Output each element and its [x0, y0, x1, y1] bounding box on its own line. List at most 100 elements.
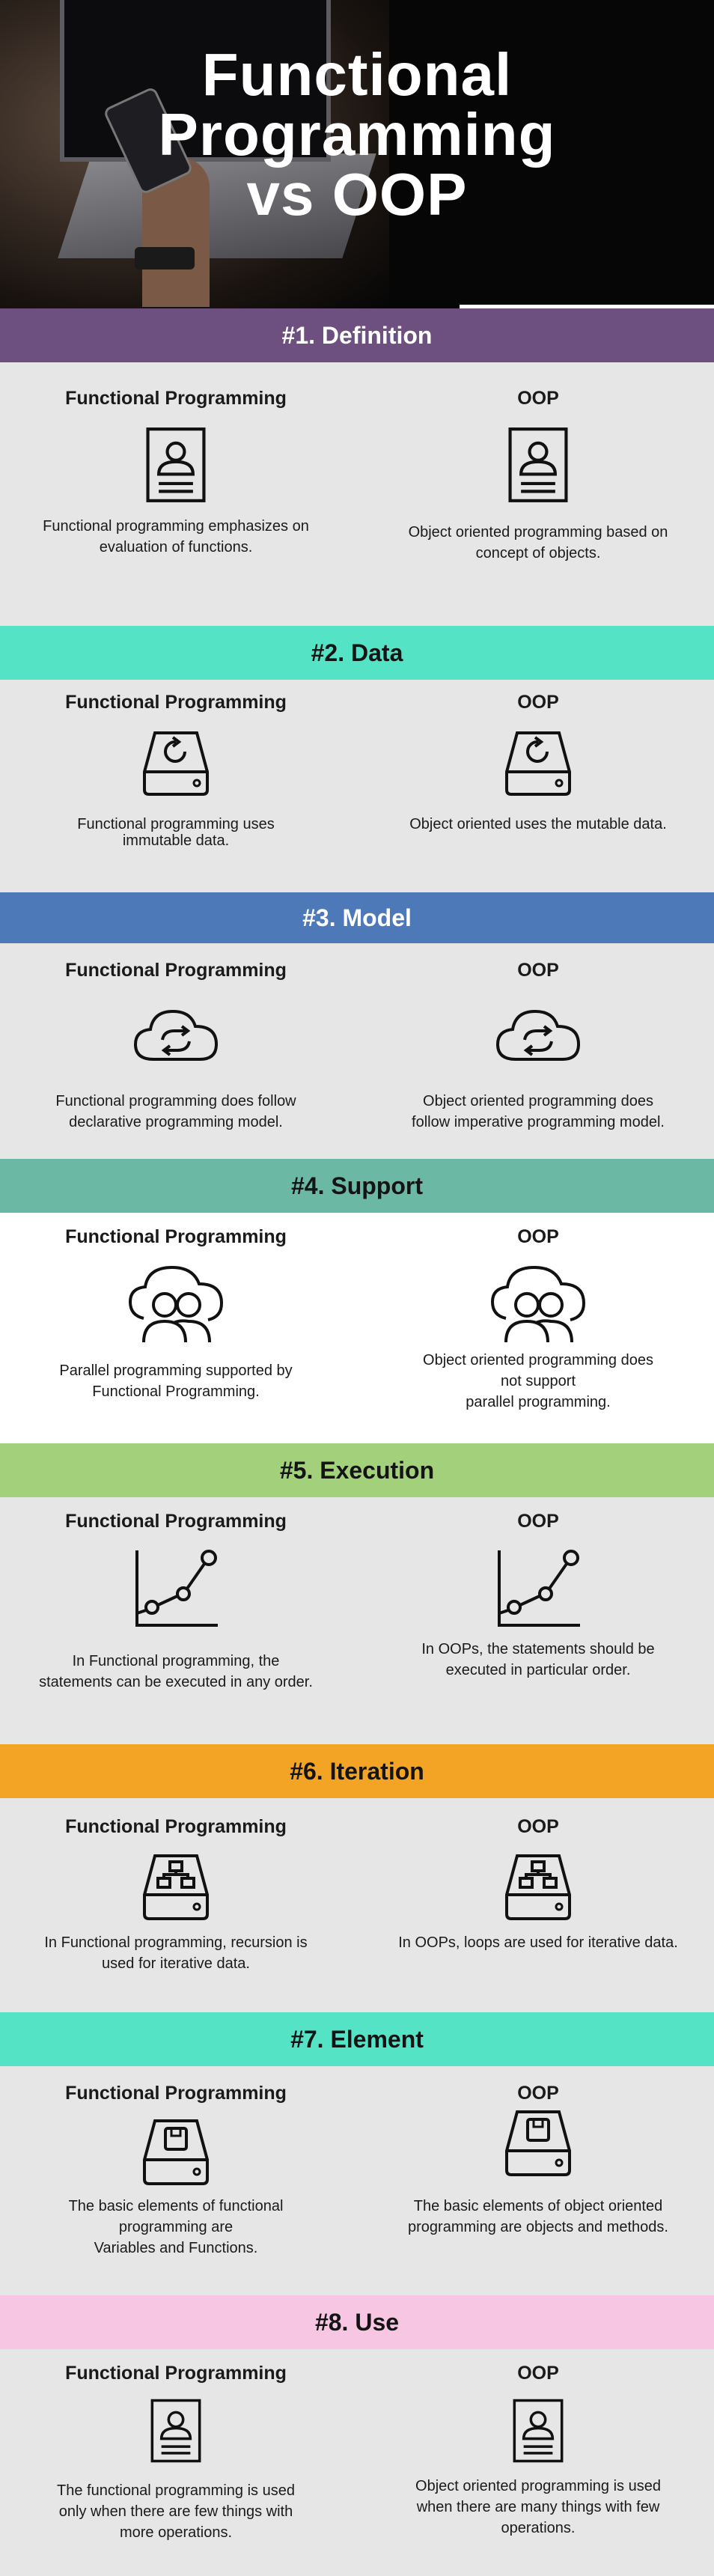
- text-line: used for iterative data.: [102, 1955, 250, 1972]
- line-graph-icon: [362, 1547, 714, 1630]
- left-column-description: In Functional programming, recursion is …: [0, 1932, 352, 1974]
- left-column-description: The basic elements of functional program…: [0, 2196, 352, 2259]
- text-line: more operations.: [119, 2524, 233, 2541]
- left-column-title: Functional Programming: [65, 960, 287, 981]
- right-column-title: OOP: [517, 2083, 559, 2104]
- left-column-description: In Functional programming, the statement…: [0, 1651, 352, 1693]
- text-line: evaluation of functions.: [99, 539, 253, 555]
- text-line: operations.: [501, 2520, 576, 2536]
- line-graph-icon: [0, 1547, 352, 1630]
- text-line: Object oriented uses the mutable data.: [409, 816, 667, 832]
- text-line: programming are objects and methods.: [408, 2219, 668, 2235]
- laptop-screen: [60, 0, 331, 162]
- title-line-2: Programming: [158, 101, 556, 168]
- drive-refresh-icon: [0, 727, 352, 799]
- left-column-description: Parallel programming supported by Functi…: [0, 1360, 352, 1402]
- drive-save-icon: [0, 2116, 352, 2188]
- right-column-title: OOP: [517, 1226, 559, 1247]
- left-column-title: Functional Programming: [65, 692, 287, 713]
- left-column-title: Functional Programming: [65, 1816, 287, 1837]
- text-line: Functional programming emphasizes on: [43, 518, 309, 535]
- text-line: Object oriented programming does: [423, 1352, 653, 1368]
- left-column-title: Functional Programming: [65, 2083, 287, 2104]
- left-column-title: Functional Programming: [65, 388, 287, 409]
- left-column-title: Functional Programming: [65, 1511, 287, 1532]
- left-column-description: Functional programming does follow decla…: [0, 1091, 352, 1133]
- right-column-title: OOP: [517, 960, 559, 981]
- text-line: In Functional programming, the: [72, 1653, 280, 1669]
- section-iteration: #6. Iteration Functional Programming In …: [0, 1744, 714, 2012]
- watch: [135, 247, 195, 270]
- text-line: Object oriented programming does: [423, 1093, 653, 1109]
- left-column: Functional Programming Functional progra…: [0, 960, 352, 1133]
- text-line: parallel programming.: [466, 1394, 611, 1410]
- right-column-description: Object oriented programming does not sup…: [362, 1350, 714, 1413]
- cloud-users-icon: [362, 1263, 714, 1345]
- right-column: OOP Object oriented programming is used …: [362, 2363, 714, 2539]
- text-line: The functional programming is used: [57, 2482, 295, 2499]
- right-column-title: OOP: [517, 1816, 559, 1837]
- left-column: Functional Programming The basic element…: [0, 2083, 352, 2259]
- section-execution: #5. Execution Functional Programming In …: [0, 1443, 714, 1744]
- drive-save-icon: [362, 2107, 714, 2179]
- right-column-description: Object oriented programming is used when…: [362, 2476, 714, 2539]
- text-line: Functional Programming.: [92, 1383, 260, 1400]
- section-element: #7. Element Functional Programming The b…: [0, 2012, 714, 2295]
- left-column: Functional Programming The functional pr…: [0, 2363, 352, 2543]
- text-line: when there are many things with few: [416, 2499, 660, 2515]
- text-line: not support: [500, 1373, 576, 1389]
- hero-photo: [0, 0, 389, 308]
- right-column-description: In OOPs, the statements should be execut…: [362, 1639, 714, 1681]
- drive-network-icon: [362, 1851, 714, 1923]
- text-line: The basic elements of object oriented: [413, 2198, 663, 2214]
- section-header: #5. Execution: [0, 1443, 714, 1497]
- left-column: Functional Programming In Functional pro…: [0, 1816, 352, 1974]
- left-column-description: The functional programming is used only …: [0, 2480, 352, 2543]
- section-model: #3. Model Functional Programming Functio…: [0, 892, 714, 1159]
- right-column-description: Object oriented uses the mutable data.: [362, 814, 714, 835]
- title-line-3: vs OOP: [246, 161, 468, 228]
- section-definition: #1. Definition Functional Programming Fu…: [0, 308, 714, 626]
- section-use: #8. Use Functional Programming The funct…: [0, 2295, 714, 2576]
- text-line: executed in particular order.: [445, 1662, 631, 1678]
- text-line: only when there are few things with: [58, 2503, 293, 2520]
- text-line: Object oriented programming is used: [415, 2478, 661, 2494]
- right-column-title: OOP: [517, 1511, 559, 1532]
- text-line: In Functional programming, recursion is: [44, 1934, 308, 1951]
- section-data: #2. Data Functional Programming Function…: [0, 626, 714, 892]
- right-column-description: In OOPs, loops are used for iterative da…: [362, 1932, 714, 1953]
- text-line: Object oriented programming based on: [408, 524, 668, 541]
- text-line: Functional programming uses: [77, 816, 275, 832]
- title-line-1: Functional: [201, 41, 513, 108]
- text-line: Parallel programming supported by: [59, 1362, 293, 1379]
- text-line: Functional programming does follow: [55, 1093, 296, 1109]
- drive-refresh-icon: [362, 727, 714, 799]
- text-line: declarative programming model.: [69, 1114, 283, 1130]
- right-column: OOP Object oriented programming based on…: [362, 388, 714, 564]
- section-header: #7. Element: [0, 2012, 714, 2066]
- right-column: OOP The basic elements of object oriente…: [362, 2083, 714, 2238]
- right-column-description: Object oriented programming does follow …: [362, 1091, 714, 1133]
- text-line: statements can be executed in any order.: [39, 1674, 313, 1690]
- document-person-icon: [0, 426, 352, 504]
- cloud-sync-icon: [362, 1001, 714, 1068]
- text-line: concept of objects.: [475, 545, 601, 561]
- text-line: immutable data.: [122, 832, 230, 849]
- text-line: follow imperative programming model.: [412, 1114, 665, 1130]
- right-column: OOP In OOPs, loops are used for iterativ…: [362, 1816, 714, 1953]
- document-person-icon: [362, 426, 714, 504]
- section-header: #4. Support: [0, 1159, 714, 1213]
- text-line: Variables and Functions.: [94, 2240, 258, 2256]
- hero-banner: Functional Programming vs OOP: [0, 0, 714, 308]
- hero-divider: [460, 305, 714, 308]
- right-column: OOP Object oriented programming does not…: [362, 1226, 714, 1413]
- section-header: #3. Model: [0, 892, 714, 943]
- text-line: programming are: [118, 2219, 234, 2235]
- right-column-description: Object oriented programming based on con…: [362, 522, 714, 564]
- left-column-title: Functional Programming: [65, 1226, 287, 1247]
- drive-network-icon: [0, 1851, 352, 1923]
- section-header: #2. Data: [0, 626, 714, 680]
- document-person-icon: [362, 2398, 714, 2464]
- section-header: #6. Iteration: [0, 1744, 714, 1798]
